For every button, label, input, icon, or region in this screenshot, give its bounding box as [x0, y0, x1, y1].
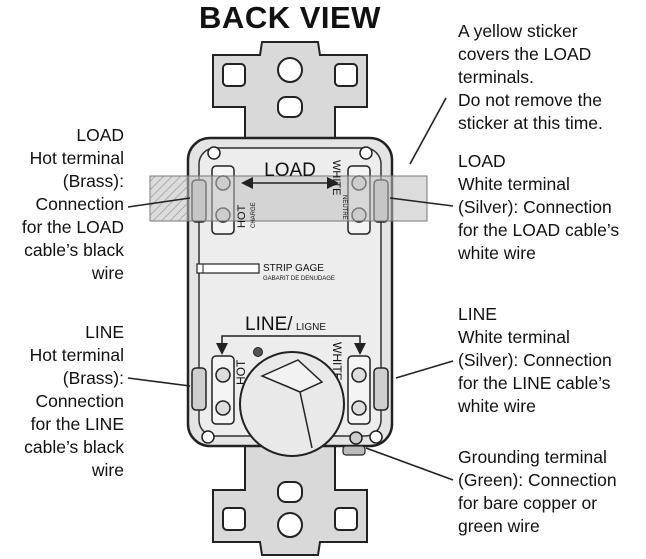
- callout-line: green wire: [458, 516, 540, 536]
- strip-gage-fr-label: GABARIT DE DENUDAGE: [263, 276, 335, 282]
- hot-bottom-label: HOT: [234, 359, 248, 385]
- callout-line: LINE: [85, 322, 124, 342]
- callout-line: Hot terminal: [29, 148, 124, 168]
- strap-hole-icon: [222, 63, 246, 87]
- hot-top-label: HOT: [236, 205, 248, 229]
- mounting-screw-hole-icon: [277, 57, 303, 83]
- callout-line: cable’s black: [24, 240, 124, 260]
- grounding-terminal: [342, 431, 366, 456]
- line-white-terminal: [347, 355, 389, 425]
- load-device-label: LOAD: [264, 160, 316, 181]
- callout-line: sticker at this time.: [458, 113, 603, 133]
- sticker-callout: A yellow sticker covers the LOAD termina…: [458, 20, 603, 135]
- callout-line: white wire: [458, 396, 536, 416]
- strip-gage-label: STRIP GAGE: [263, 263, 324, 274]
- page-title: BACK VIEW: [199, 0, 381, 35]
- callout-line: for bare copper or: [458, 493, 598, 513]
- callout-line: covers the LOAD: [458, 44, 592, 64]
- terminal-screw-icon: [373, 367, 389, 411]
- callout-line: (Brass):: [62, 171, 124, 191]
- callout-line: Hot terminal: [29, 345, 124, 365]
- callout-line: wire: [91, 263, 124, 283]
- callout-line: for the LOAD: [21, 217, 124, 237]
- mounting-screw-hole-icon: [277, 512, 303, 538]
- load-white-callout: LOAD White terminal (Silver): Connection…: [458, 150, 619, 265]
- callout-line: (Brass):: [62, 368, 124, 388]
- callout-line: White terminal: [458, 327, 570, 347]
- callout-line: (Silver): Connection: [458, 350, 612, 370]
- callout-line: for the LINE cable’s: [458, 373, 611, 393]
- line-white-callout: LINE White terminal (Silver): Connection…: [458, 303, 612, 418]
- callout-line: A yellow sticker: [458, 21, 578, 41]
- leader-lines: [127, 97, 454, 481]
- callout-line: cable’s black: [24, 437, 124, 457]
- hot-top-fr-label: CHARGE: [251, 202, 257, 228]
- load-hot-callout: LOAD Hot terminal (Brass): Connection fo…: [0, 124, 124, 285]
- white-top-fr-label: NEUTRE: [341, 195, 347, 220]
- bottom-mounting-strap: [212, 444, 368, 556]
- callout-line: Connection: [35, 194, 124, 214]
- callout-line: terminals.: [458, 67, 534, 87]
- strap-hole-icon: [334, 63, 358, 87]
- callout-line: for the LINE: [30, 414, 124, 434]
- strap-hole-icon: [222, 507, 246, 531]
- callout-line: (Green): Connection: [458, 470, 617, 490]
- line-fr-label: LIGNE: [296, 322, 326, 333]
- callout-line: LOAD: [76, 125, 124, 145]
- center-dial: [239, 351, 345, 457]
- callout-line: LOAD: [458, 151, 506, 171]
- callout-line: LINE: [458, 304, 497, 324]
- callout-line: Do not remove the: [458, 90, 602, 110]
- strip-gage: STRIP GAGE GABARIT DE DENUDAGE: [196, 263, 335, 282]
- line-hot-terminal: [191, 355, 235, 425]
- terminal-screw-icon: [191, 367, 207, 411]
- ground-callout: Grounding terminal (Green): Connection f…: [458, 446, 617, 538]
- callout-line: Connection: [35, 391, 124, 411]
- white-bottom-label: WHITE: [330, 342, 344, 381]
- callout-line: White terminal: [458, 174, 570, 194]
- strap-hole-icon: [334, 507, 358, 531]
- line-hot-callout: LINE Hot terminal (Brass): Connection fo…: [0, 321, 124, 482]
- callout-line: for the LOAD cable’s: [458, 220, 620, 240]
- callout-line: Grounding terminal: [458, 447, 607, 467]
- callout-line: (Silver): Connection: [458, 197, 612, 217]
- white-top-label: WHITE: [330, 160, 342, 195]
- callout-line: wire: [91, 460, 124, 480]
- line-device-label: LINE/: [245, 314, 293, 335]
- top-mounting-strap: [212, 41, 368, 141]
- callout-line: white wire: [458, 243, 536, 263]
